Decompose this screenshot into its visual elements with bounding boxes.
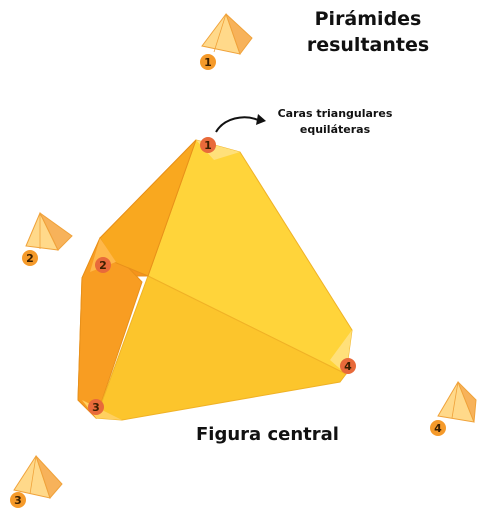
vertex-marker-1: 1	[200, 137, 216, 153]
vertex-label-1: 1	[204, 139, 212, 152]
face-front-bottom	[95, 275, 347, 421]
title-line-2: resultantes	[306, 34, 430, 56]
face-left-lower	[77, 237, 143, 419]
vertex-label-2: 2	[99, 259, 107, 272]
vertex-label-3: 3	[92, 401, 100, 414]
title-line-1: Pirámides	[314, 8, 422, 30]
pyramid-1: 1	[200, 12, 253, 70]
vertex-marker-2: 2	[95, 257, 111, 273]
annotation-line-2: equiláteras	[299, 123, 371, 136]
caption: Figura central	[196, 424, 339, 445]
central-figure	[77, 139, 353, 421]
annotation-line-1: Caras triangulares	[277, 107, 393, 120]
pyramid-label-2: 2	[26, 252, 34, 265]
pyramid-4: 4	[430, 380, 477, 436]
arrow-head	[256, 114, 266, 125]
pyramid-label-3: 3	[14, 494, 22, 507]
title: Pirámides resultantes	[268, 6, 468, 58]
curved-arrow-icon	[215, 116, 259, 133]
pyramid-label-4: 4	[434, 422, 442, 435]
pyramid-3: 3	[10, 454, 63, 508]
vertex-label-4: 4	[344, 360, 352, 373]
pyramid-2: 2	[22, 211, 73, 266]
vertex-marker-4: 4	[340, 358, 356, 374]
vertex-marker-3: 3	[88, 399, 104, 415]
annotation-note: Caras triangulares equiláteras	[260, 106, 410, 138]
pyramid-label-1: 1	[204, 56, 212, 69]
